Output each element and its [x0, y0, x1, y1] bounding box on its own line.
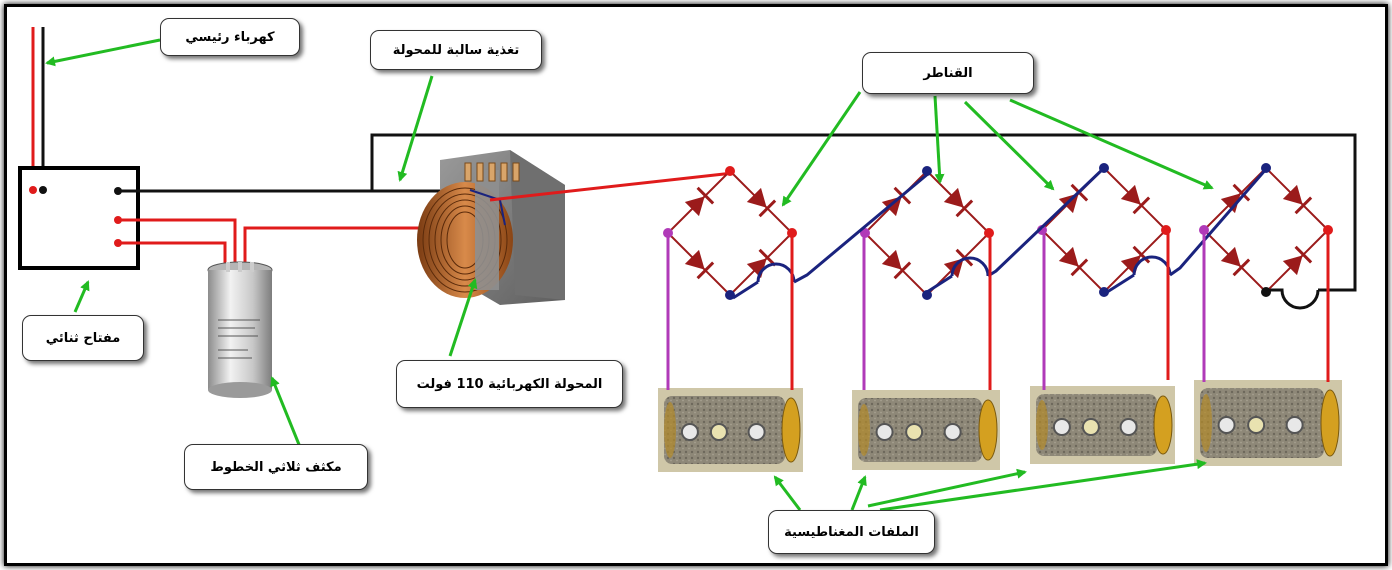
bridge-rectifier: [663, 166, 797, 300]
terminal-node: [725, 166, 735, 176]
coil-block: [658, 388, 803, 472]
diode-symbol: [943, 187, 974, 218]
bridge-rectifier: [1199, 163, 1333, 297]
label-main-power: كهرباء رئيسي: [160, 18, 300, 56]
magnetic-coils: [658, 380, 1342, 472]
terminal-node: [922, 166, 932, 176]
transformer: [417, 150, 565, 305]
diode-symbol: [1058, 246, 1089, 277]
label-magnetic-coils: الملفات المغناطيسية: [768, 510, 935, 554]
coil-block: [1030, 386, 1175, 464]
terminal-node: [922, 290, 932, 300]
diode-symbol: [746, 187, 777, 218]
diode-symbol: [881, 249, 912, 280]
main-power-lines: [31, 27, 45, 190]
bridge-rectifiers: [663, 163, 1333, 300]
diode-symbol: [684, 249, 715, 280]
bridge-rectifier: [860, 166, 994, 300]
transformer-output-wire: [489, 171, 734, 202]
label-transformer: المحولة الكهربائية 110 فولت: [396, 360, 623, 408]
diode-symbol: [1220, 246, 1251, 277]
annotation-arrows: [45, 38, 1214, 512]
diode-symbol: [684, 186, 715, 217]
bridge-rectifier: [1037, 163, 1171, 297]
diode-symbol: [1120, 184, 1151, 215]
diode-symbol: [1220, 183, 1251, 214]
capacitor: [207, 261, 273, 398]
terminal-node: [1261, 287, 1271, 297]
terminal-node: [725, 290, 735, 300]
coil-block: [852, 390, 1000, 470]
switch-wires: [118, 133, 1357, 310]
label-capacitor: مكثف ثلاثي الخطوط: [184, 444, 368, 490]
coil-wires: [666, 228, 1330, 390]
diode-symbol: [1282, 245, 1313, 276]
label-double-switch: مفتاح ثنائي: [22, 315, 144, 361]
coil-block: [1194, 380, 1342, 466]
label-rectifiers: القناطر: [862, 52, 1034, 94]
double-switch-box: [18, 166, 140, 270]
blue-interconnects: [732, 166, 1269, 300]
diode-symbol: [1282, 184, 1313, 215]
terminal-node: [1099, 287, 1109, 297]
label-transformer-negative: تغذية سالبة للمحولة: [370, 30, 542, 70]
